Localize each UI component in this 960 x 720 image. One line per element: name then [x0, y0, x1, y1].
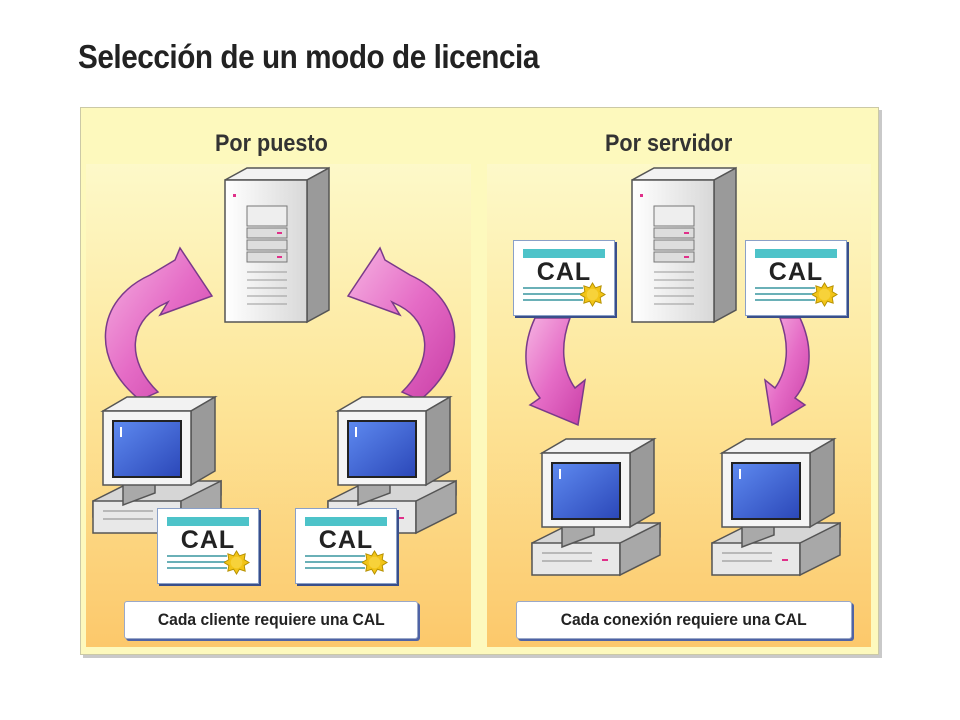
server-icon — [224, 167, 330, 323]
per-server-caption: Cada conexión requiere una CAL — [516, 601, 852, 639]
slide-title: Selección de un modo de licencia — [78, 38, 539, 75]
computer-icon — [531, 438, 661, 576]
cal-license-icon: CAL — [745, 240, 847, 316]
cal-license-icon: CAL — [157, 508, 259, 584]
cal-label: CAL — [180, 526, 236, 554]
per-seat-heading: Por puesto — [215, 130, 328, 157]
cal-license-icon: CAL — [295, 508, 397, 584]
per-server-heading: Por servidor — [605, 130, 733, 157]
curved-arrow-icon — [525, 317, 587, 427]
cal-label: CAL — [768, 258, 824, 286]
computer-icon — [711, 438, 841, 576]
per-seat-caption-text: Cada cliente requiere una CAL — [157, 610, 385, 629]
curved-arrow-icon — [104, 246, 214, 401]
per-server-caption-text: Cada conexión requiere una CAL — [561, 610, 807, 629]
cal-label: CAL — [536, 258, 592, 286]
cal-label: CAL — [318, 526, 374, 554]
curved-arrow-icon — [346, 246, 456, 401]
cal-license-icon: CAL — [513, 240, 615, 316]
server-icon — [631, 167, 737, 323]
per-seat-caption: Cada cliente requiere una CAL — [124, 601, 418, 639]
curved-arrow-icon — [763, 317, 810, 427]
